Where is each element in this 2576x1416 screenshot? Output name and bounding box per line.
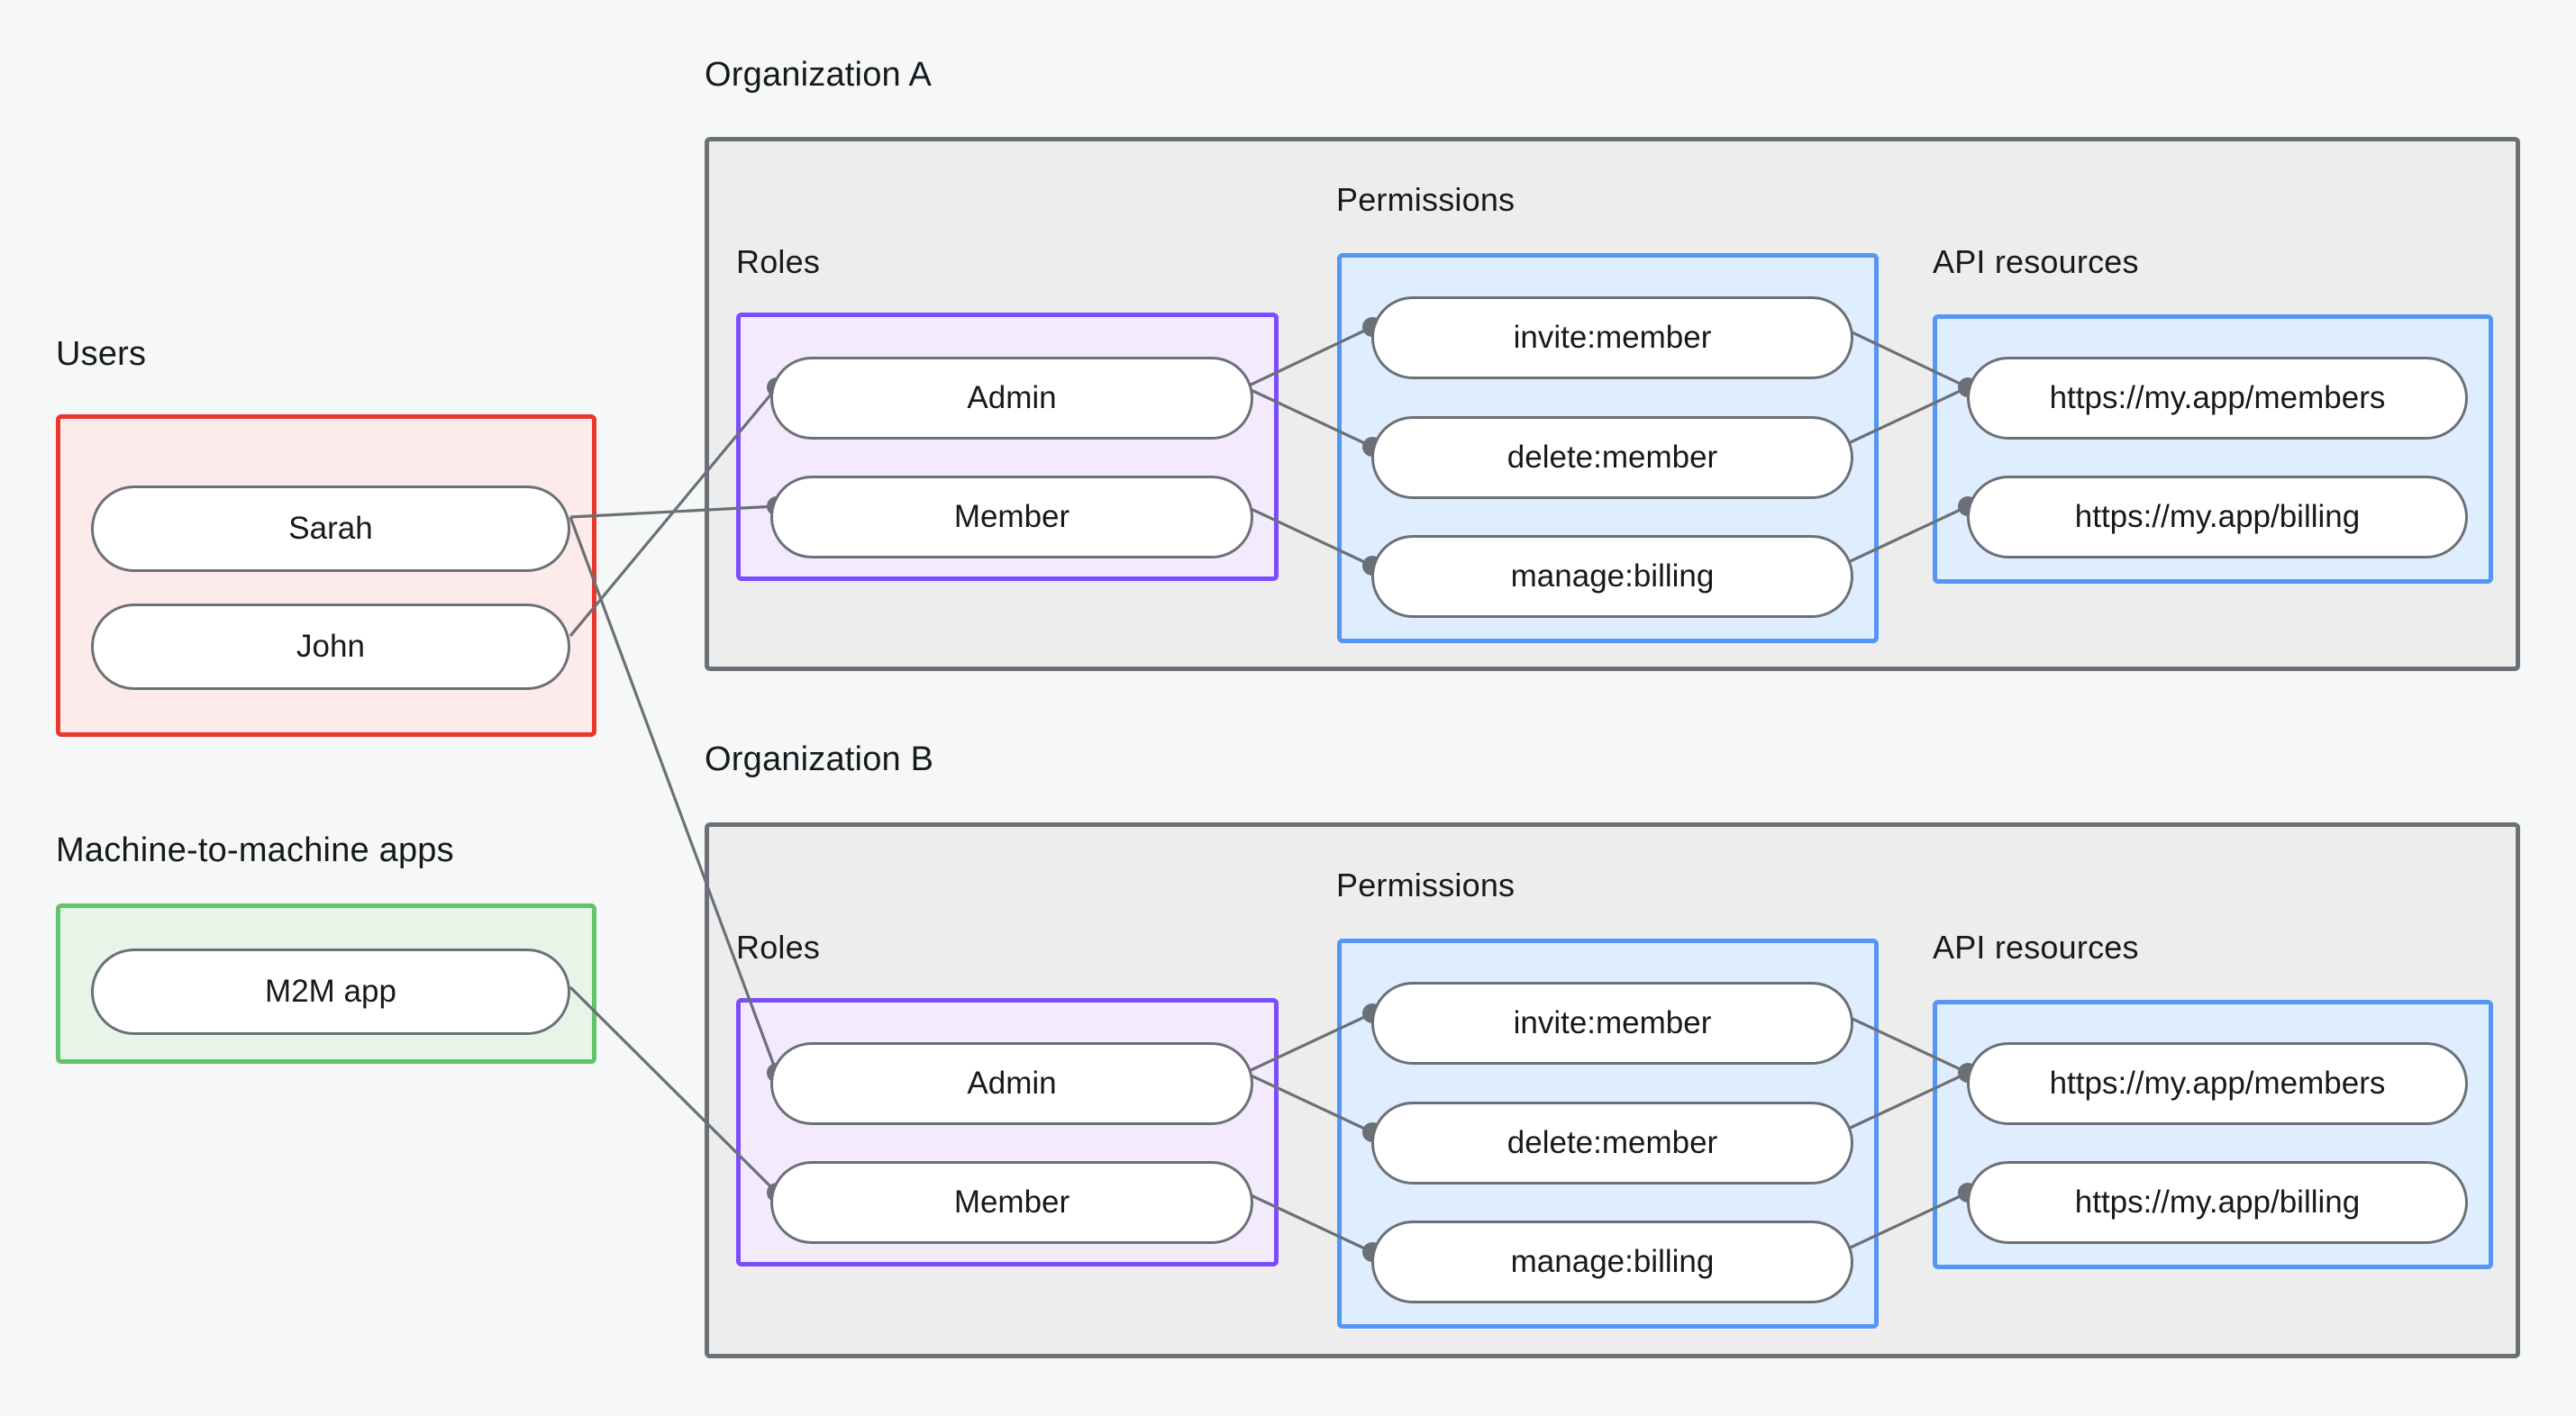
orgB-api-resources-group: https://my.app/members https://my.app/bi… <box>1933 1000 2493 1269</box>
orgA-permission-pill-delete-member[interactable]: delete:member <box>1371 416 1853 499</box>
orgA-permission-pill-invite-member[interactable]: invite:member <box>1371 296 1853 379</box>
orgB-roles-caption: Roles <box>736 929 821 966</box>
orgA-api-resources-caption: API resources <box>1933 243 2139 280</box>
users-caption: Users <box>56 335 147 373</box>
orgB-role-pill-admin[interactable]: Admin <box>770 1042 1253 1125</box>
orgA-permissions-caption: Permissions <box>1336 181 1516 218</box>
orgA-permissions-group: invite:member delete:member manage:billi… <box>1337 253 1879 643</box>
orgB-permission-pill-delete-member[interactable]: delete:member <box>1371 1102 1853 1185</box>
user-pill-sarah[interactable]: Sarah <box>91 486 570 572</box>
orgA-roles-group: Admin Member <box>736 313 1279 581</box>
organization-a-group: Roles Admin Member Permissions invite:me… <box>705 137 2520 671</box>
orgB-permission-pill-manage-billing[interactable]: manage:billing <box>1371 1221 1853 1303</box>
user-pill-john[interactable]: John <box>91 604 570 690</box>
orgB-permissions-caption: Permissions <box>1336 867 1516 903</box>
orgB-permissions-group: invite:member delete:member manage:billi… <box>1337 939 1879 1329</box>
orgA-api-resources-group: https://my.app/members https://my.app/bi… <box>1933 314 2493 584</box>
organization-b-caption: Organization B <box>705 740 934 778</box>
orgB-roles-group: Admin Member <box>736 998 1279 1266</box>
organization-a-caption: Organization A <box>705 56 933 94</box>
m2m-pill-app[interactable]: M2M app <box>91 949 570 1035</box>
orgA-role-pill-admin[interactable]: Admin <box>770 357 1253 440</box>
machine-apps-caption: Machine-to-machine apps <box>56 831 454 869</box>
orgB-permission-pill-invite-member[interactable]: invite:member <box>1371 982 1853 1065</box>
orgA-permission-pill-manage-billing[interactable]: manage:billing <box>1371 535 1853 618</box>
machine-apps-group: M2M app <box>56 903 596 1064</box>
orgA-api-pill-members[interactable]: https://my.app/members <box>1967 357 2468 440</box>
users-group: Sarah John <box>56 414 596 737</box>
orgA-api-pill-billing[interactable]: https://my.app/billing <box>1967 476 2468 558</box>
orgB-api-resources-caption: API resources <box>1933 929 2139 966</box>
orgB-api-pill-members[interactable]: https://my.app/members <box>1967 1042 2468 1125</box>
orgB-api-pill-billing[interactable]: https://my.app/billing <box>1967 1161 2468 1244</box>
orgA-role-pill-member[interactable]: Member <box>770 476 1253 558</box>
orgA-roles-caption: Roles <box>736 243 821 280</box>
organization-b-group: Roles Admin Member Permissions invite:me… <box>705 822 2520 1358</box>
orgB-role-pill-member[interactable]: Member <box>770 1161 1253 1244</box>
